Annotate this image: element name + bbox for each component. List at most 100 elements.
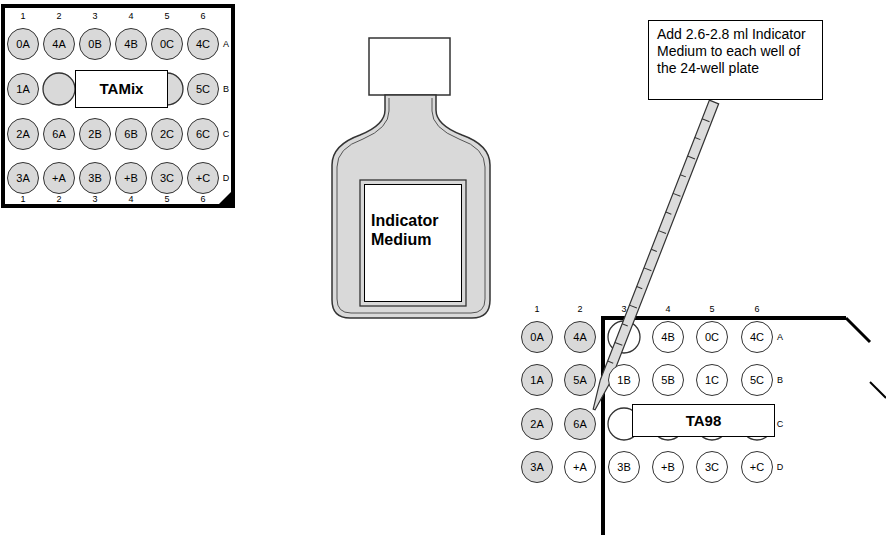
well: 2B — [79, 118, 111, 150]
callout-box: Add 2.6-2.8 ml Indicator Medium to each … — [648, 20, 823, 100]
row-letter: A — [223, 40, 229, 49]
column-number: 4 — [128, 195, 133, 204]
well: 4C — [741, 321, 773, 353]
column-number: 3 — [92, 195, 97, 204]
well: 0B — [79, 28, 111, 60]
bottle-cap — [369, 38, 450, 95]
pipette — [589, 100, 718, 411]
well: 4C — [187, 28, 219, 60]
well: 3A — [521, 451, 553, 483]
well-label: 5C — [196, 84, 210, 95]
pipette-tick — [702, 119, 709, 122]
box-text: Indicator Medium — [371, 211, 455, 249]
well: 3B — [608, 451, 640, 483]
row-letter: C — [223, 130, 230, 139]
well: +C — [187, 162, 219, 194]
well: 1A — [521, 364, 553, 396]
pipette-tick — [688, 156, 695, 159]
pipette-tick — [644, 268, 651, 271]
pipette-tick — [637, 287, 643, 289]
well-label: 6A — [52, 129, 65, 140]
well: 6A — [43, 118, 75, 150]
plate-outline — [603, 318, 846, 535]
pipette-tick — [651, 249, 657, 251]
pipette-tick — [629, 305, 636, 308]
column-number: 2 — [56, 12, 61, 21]
well-label: 5C — [750, 375, 764, 386]
pipette-tick — [608, 361, 614, 363]
well: 0A — [7, 28, 39, 60]
well-label: 6A — [573, 419, 586, 430]
well: 2C — [151, 118, 183, 150]
column-number: 6 — [754, 305, 759, 314]
well-label: 4A — [573, 332, 586, 343]
well: 0C — [696, 321, 728, 353]
column-number: 4 — [665, 305, 670, 314]
pipette-tick — [666, 212, 672, 214]
well: 3A — [7, 162, 39, 194]
bottle-label-frame — [360, 180, 466, 306]
well-label: 5A — [573, 375, 586, 386]
bottle-body — [332, 95, 490, 318]
well-label: 3B — [617, 462, 630, 473]
well: 0A — [521, 321, 553, 353]
pipette-tick — [658, 231, 665, 234]
well-label: 1A — [16, 84, 29, 95]
well-label: 4B — [661, 332, 674, 343]
well-label: 0A — [16, 39, 29, 50]
row-letter: D — [777, 463, 784, 472]
well-label: 5B — [661, 375, 674, 386]
well-label: 3B — [88, 173, 101, 184]
plate-corner — [217, 190, 233, 206]
column-number: 2 — [56, 195, 61, 204]
well-label: +B — [124, 173, 138, 184]
box-text: TA98 — [686, 412, 722, 430]
well: 6A — [564, 408, 596, 440]
well-label: 2A — [16, 129, 29, 140]
well: 1B — [608, 364, 640, 396]
column-number: 4 — [128, 12, 133, 21]
well: 3C — [696, 451, 728, 483]
row-letter: B — [777, 376, 783, 385]
row-letter: B — [223, 85, 229, 94]
column-number: 6 — [200, 195, 205, 204]
pipette-tick — [673, 193, 680, 196]
column-number: 3 — [621, 305, 626, 314]
well: 2A — [521, 408, 553, 440]
well-label: 0A — [530, 332, 543, 343]
well-label: 0C — [705, 332, 719, 343]
well: +B — [115, 162, 147, 194]
well-label: 1C — [705, 375, 719, 386]
well-label: +B — [661, 462, 675, 473]
well-label: 2B — [88, 129, 101, 140]
pipette-tick — [622, 324, 628, 326]
well: 4A — [564, 321, 596, 353]
pipette-tick — [615, 342, 622, 345]
well-label: 3A — [530, 462, 543, 473]
column-number: 5 — [164, 12, 169, 21]
column-number: 1 — [20, 195, 25, 204]
well — [43, 73, 75, 105]
well-label: 4C — [750, 332, 764, 343]
well: 4B — [115, 28, 147, 60]
well-label: 6B — [124, 129, 137, 140]
well-label: +A — [573, 462, 587, 473]
plate-label: TA98 — [632, 404, 775, 437]
well: 4B — [652, 321, 684, 353]
well-label: 2A — [530, 419, 543, 430]
well: 0C — [151, 28, 183, 60]
plate-corner — [870, 382, 886, 398]
pipette-tick — [695, 137, 701, 139]
well: 5A — [564, 364, 596, 396]
column-number: 5 — [709, 305, 714, 314]
column-number: 3 — [92, 12, 97, 21]
plate-corner — [846, 318, 870, 342]
well: 4A — [43, 28, 75, 60]
well-label: 4A — [52, 39, 65, 50]
well: 5B — [652, 364, 684, 396]
well-label: +C — [196, 173, 210, 184]
pipette-body — [589, 100, 718, 411]
box-text: TAMix — [100, 80, 144, 98]
well-label: 1A — [530, 375, 543, 386]
